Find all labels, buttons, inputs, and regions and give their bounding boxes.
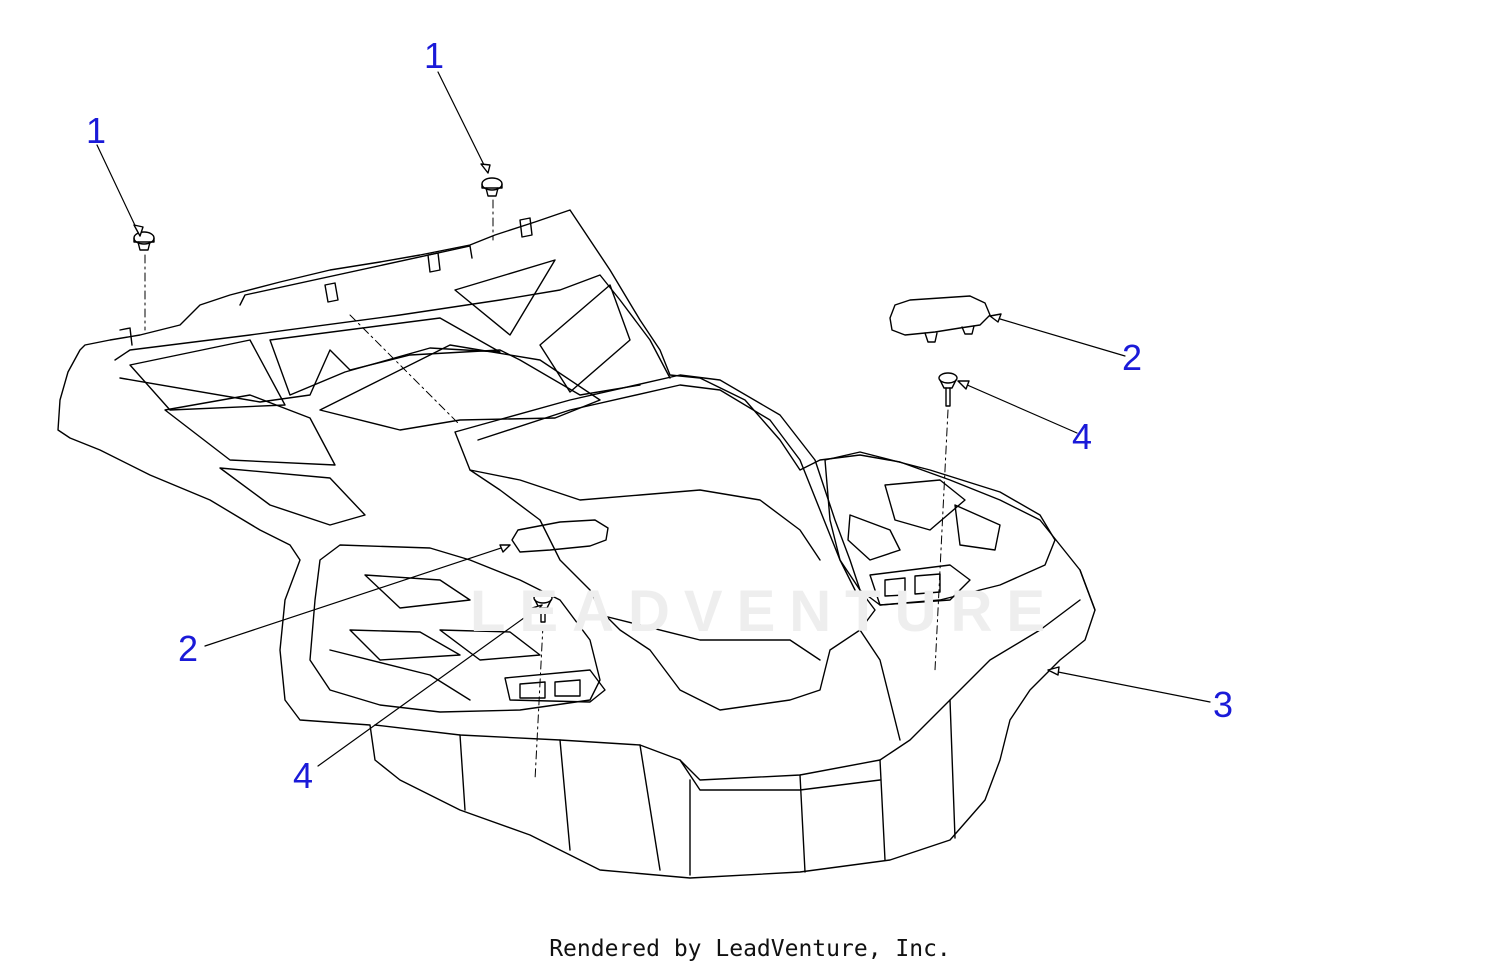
watermark: LEADVENTURE (470, 579, 1060, 644)
callout-2-left[interactable]: 2 (178, 628, 199, 669)
left-footrest (309, 544, 601, 713)
right-footrest (824, 451, 1056, 606)
cover-plate-right (889, 295, 991, 336)
callout-4-left[interactable]: 4 (293, 755, 314, 796)
callout-3[interactable]: 3 (1213, 684, 1234, 725)
bolt-top-center (481, 177, 503, 197)
leader-lines (96, 71, 1211, 767)
left-footrest-recess (504, 669, 606, 703)
screw-right (938, 372, 958, 407)
rear-deck (114, 274, 671, 379)
callout-2-right[interactable]: 2 (1122, 337, 1143, 378)
screw-center (533, 592, 553, 623)
footer-credit: Rendered by LeadVenture, Inc. (549, 936, 951, 962)
fender-body (57, 209, 1096, 879)
rear-deck-inner (119, 349, 641, 403)
right-footrest-recess (869, 564, 971, 606)
bolt-top-left (133, 231, 155, 251)
callout-1-center[interactable]: 1 (424, 35, 445, 76)
callout-1-left[interactable]: 1 (86, 110, 107, 151)
cover-plate-center (511, 519, 609, 553)
callout-4-right[interactable]: 4 (1072, 416, 1093, 457)
seat-well (454, 374, 876, 711)
